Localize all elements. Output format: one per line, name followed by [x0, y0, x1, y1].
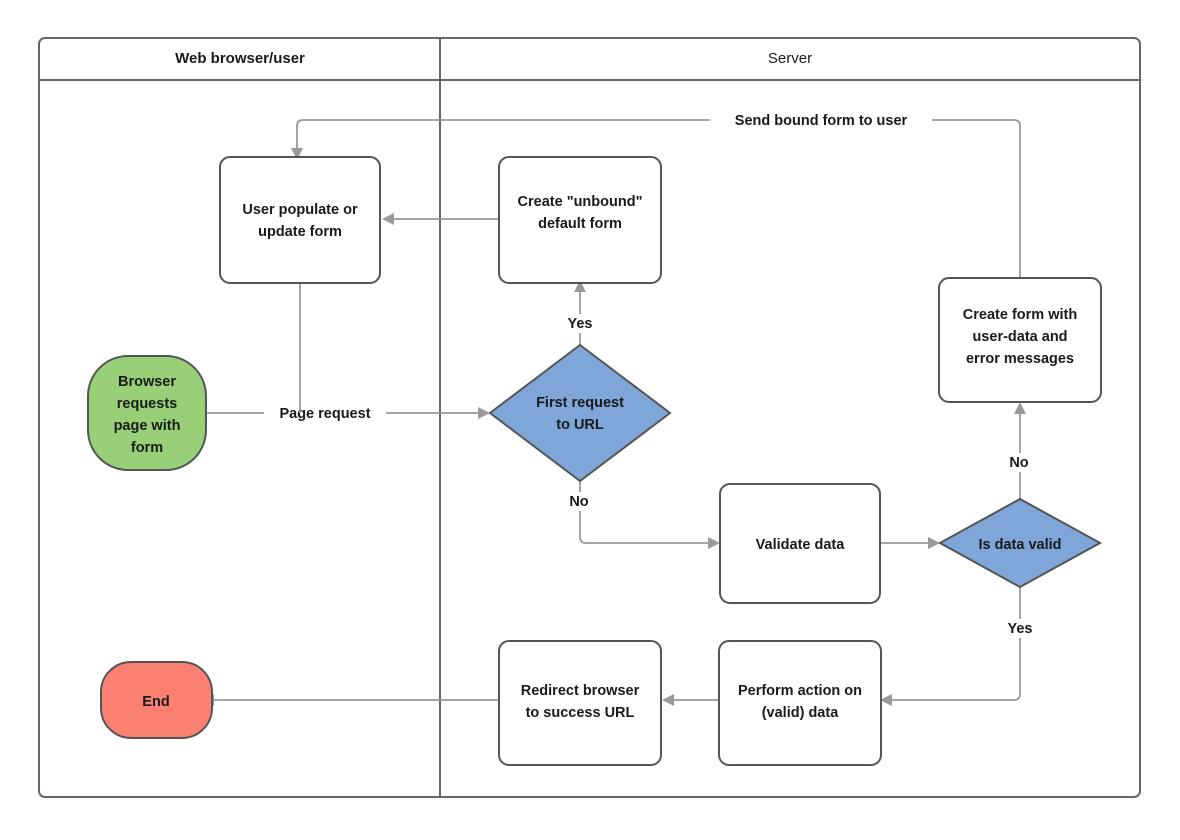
node-browser-start-line2: requests — [117, 396, 177, 412]
node-browser-start[interactable]: Browser requests page with form — [87, 355, 207, 471]
edge-valid-yes: Yes — [880, 587, 1040, 706]
node-first-request[interactable]: First request to URL — [488, 343, 672, 483]
node-redirect-browser[interactable]: Redirect browser to success URL — [498, 640, 662, 766]
edge-valid-yes-label: Yes — [1008, 621, 1033, 637]
swimlane-frame — [38, 37, 1141, 798]
edge-first-no-label: No — [569, 494, 588, 510]
node-end[interactable]: End — [100, 661, 213, 739]
node-is-data-valid-shape[interactable] — [937, 497, 1103, 589]
node-create-error-form-line2: user-data and — [972, 329, 1067, 345]
edge-send-bound-form-label: Send bound form to user — [735, 113, 908, 129]
node-end-shape[interactable] — [100, 661, 213, 739]
edge-valid-yes-label-bg — [1000, 619, 1040, 638]
edge-valid-no-arrowhead — [1014, 402, 1026, 414]
edge-perform-to-redirect-arrowhead — [662, 694, 674, 706]
edge-first-no-label-bg — [563, 492, 595, 511]
edge-page-request-label-bg — [264, 403, 386, 423]
edge-valid-yes-arrowhead — [880, 694, 892, 706]
edge-valid-yes-line — [890, 587, 1021, 701]
edge-unbound-to-user — [382, 213, 499, 225]
edge-first-no-arrowhead — [708, 537, 720, 549]
edge-first-yes: Yes — [563, 280, 597, 345]
node-validate-data-shape[interactable] — [719, 483, 881, 604]
edge-page-request-label: Page request — [279, 406, 370, 422]
node-validate-data-line1: Validate data — [756, 537, 846, 553]
edge-first-yes-arrowhead — [574, 280, 586, 292]
edge-first-yes-label-bg — [563, 314, 597, 333]
node-create-error-form-line1: Create form with — [963, 307, 1077, 323]
node-create-unbound[interactable]: Create "unbound" default form — [498, 156, 662, 284]
node-redirect-browser-line2: to success URL — [526, 705, 635, 721]
edge-send-bound-form-label-bg — [710, 110, 932, 130]
edge-perform-to-redirect — [662, 694, 719, 706]
edge-redirect-to-end — [202, 694, 499, 706]
node-first-request-line1: First request — [536, 395, 624, 411]
node-redirect-browser-shape[interactable] — [498, 640, 662, 766]
node-perform-action-shape[interactable] — [718, 640, 882, 766]
node-end-label: End — [142, 694, 169, 710]
node-browser-start-line3: page with — [114, 418, 181, 434]
edge-page-request: Page request — [206, 403, 490, 423]
node-create-error-form[interactable]: Create form with user-data and error mes… — [938, 277, 1102, 403]
node-perform-action[interactable]: Perform action on (valid) data — [718, 640, 882, 766]
edge-send-bound-form: Send bound form to user — [291, 110, 1021, 278]
node-redirect-browser-line1: Redirect browser — [521, 683, 640, 699]
node-user-populate-line2: update form — [258, 224, 342, 240]
node-create-unbound-line1: Create "unbound" — [518, 194, 643, 210]
node-browser-start-line1: Browser — [118, 374, 176, 390]
edge-valid-no: No — [1004, 402, 1036, 499]
edge-layer: Send bound form to user Create "unbound"… — [202, 110, 1040, 706]
node-create-unbound-shape[interactable] — [498, 156, 662, 284]
node-is-data-valid-line1: Is data valid — [978, 537, 1061, 553]
edge-first-no-line — [579, 481, 710, 544]
node-first-request-shape[interactable] — [488, 343, 672, 483]
edge-validate-to-valid-arrowhead — [928, 537, 940, 549]
node-user-populate[interactable]: User populate or update form — [219, 156, 381, 284]
lane-title-server: Server — [768, 50, 812, 67]
edge-first-yes-label: Yes — [568, 316, 593, 332]
lane-outer-border — [38, 37, 1141, 798]
edge-send-bound-form-line — [296, 119, 1021, 278]
node-perform-action-line2: (valid) data — [762, 705, 839, 721]
node-create-unbound-line2: default form — [538, 216, 622, 232]
node-user-populate-shape[interactable] — [219, 156, 381, 284]
lane-title-browser: Web browser/user — [175, 50, 305, 67]
node-create-error-form-shape[interactable] — [938, 277, 1102, 403]
node-validate-data[interactable]: Validate data — [719, 483, 881, 604]
edge-page-request-arrowhead — [478, 407, 490, 419]
edge-validate-to-valid — [880, 537, 940, 549]
edge-send-bound-form-arrowhead — [291, 148, 303, 160]
node-user-populate-line1: User populate or — [242, 202, 358, 218]
edge-valid-no-label: No — [1009, 455, 1028, 471]
node-browser-start-line4: form — [131, 440, 163, 456]
edge-unbound-to-user-arrowhead — [382, 213, 394, 225]
node-create-error-form-line3: error messages — [966, 351, 1074, 367]
node-browser-start-shape[interactable] — [87, 355, 207, 471]
edge-first-no: No — [563, 481, 720, 549]
node-perform-action-line1: Perform action on — [738, 683, 862, 699]
edge-valid-no-label-bg — [1004, 453, 1036, 472]
node-is-data-valid[interactable]: Is data valid — [937, 497, 1103, 589]
node-first-request-line2: to URL — [556, 417, 604, 433]
